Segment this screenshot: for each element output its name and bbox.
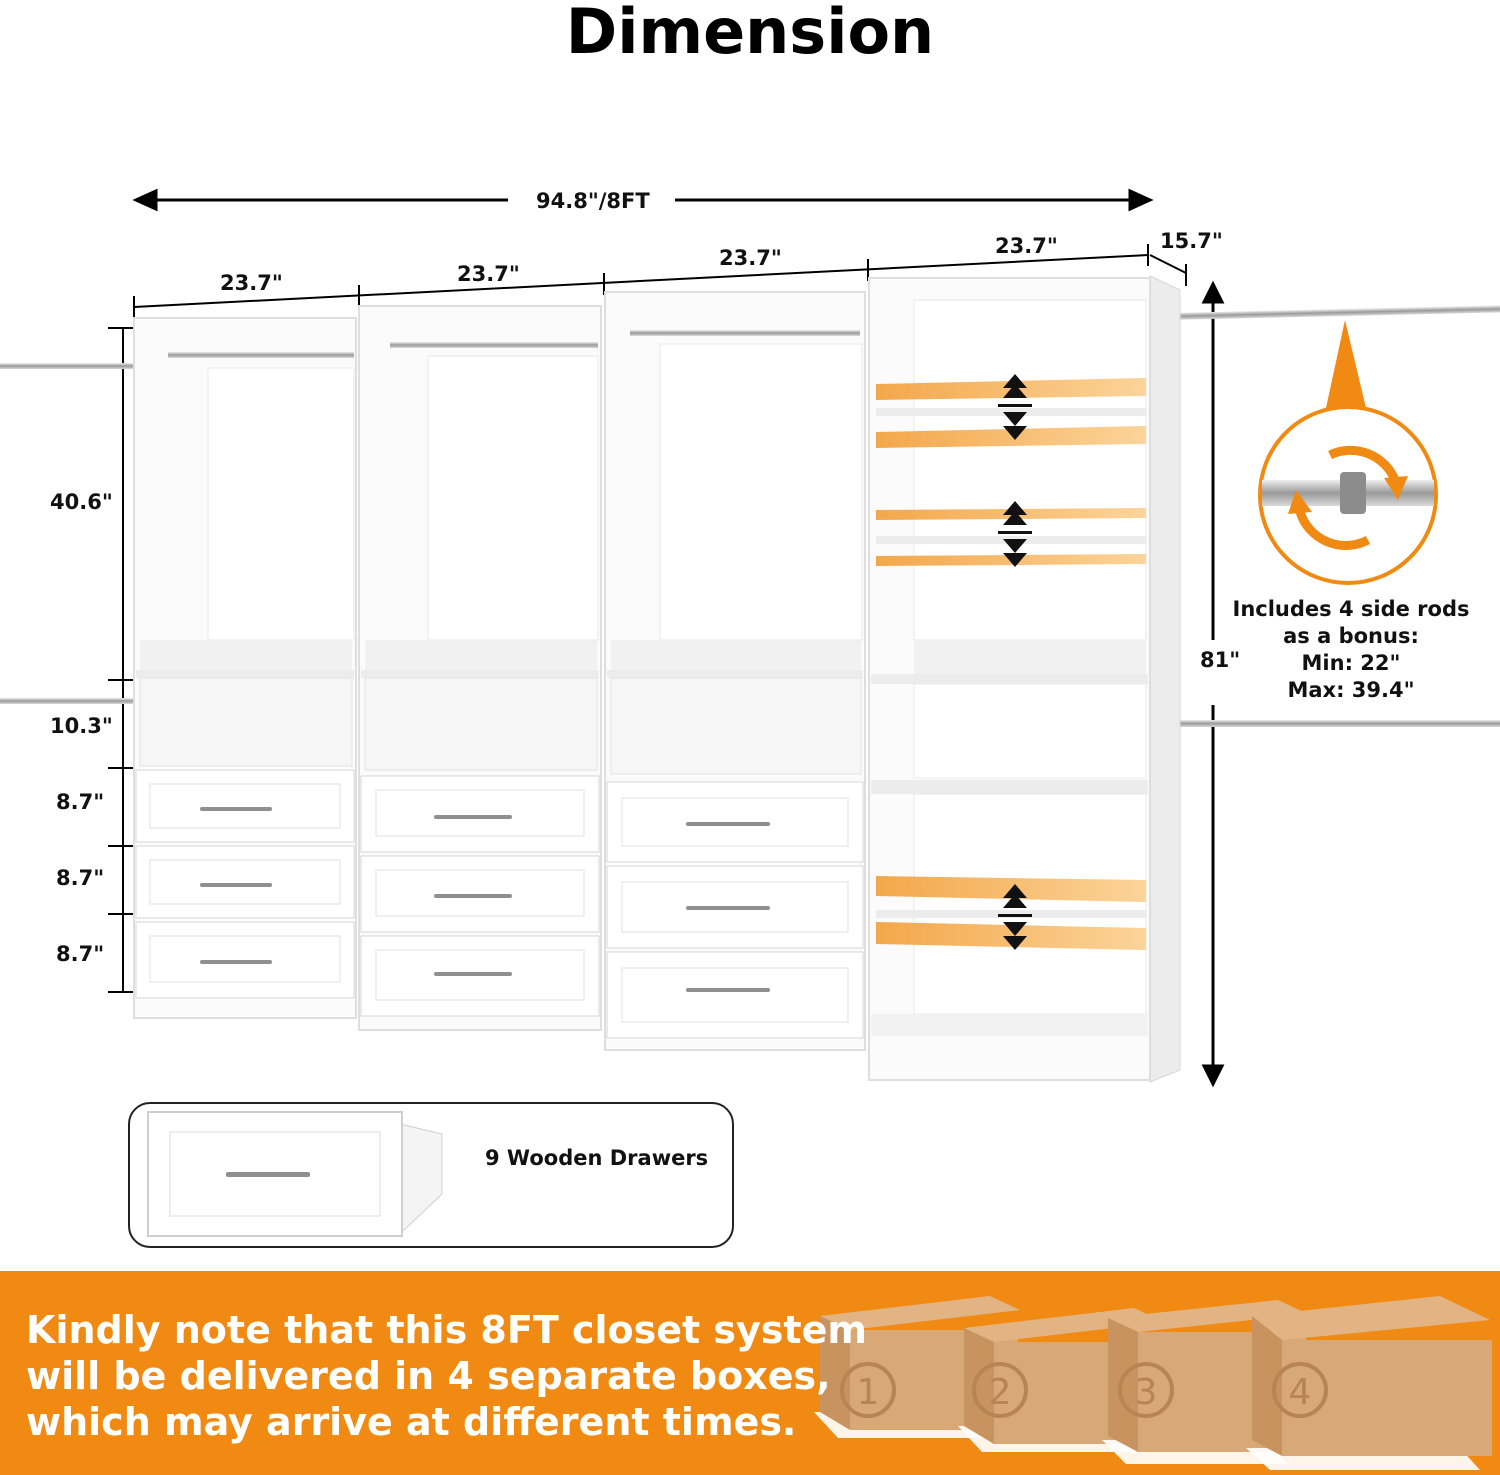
depth-label: 15.7" <box>1160 229 1223 253</box>
total-width-arrow <box>132 188 1154 212</box>
drawer-height-label-3: 8.7" <box>56 942 105 966</box>
shipping-notice-line: which may arrive at different times. <box>26 1400 797 1444</box>
shelf-adjust-arrows <box>998 374 1032 950</box>
drawer-feature-label: 9 Wooden Drawers <box>485 1146 709 1170</box>
rod-callout-line: Includes 4 side rods <box>1232 597 1470 621</box>
drawer-height-label-1: 8.7" <box>56 790 105 814</box>
unit-width-label-1: 23.7" <box>220 271 283 295</box>
shipping-notice-line: will be delivered in 4 separate boxes, <box>26 1354 831 1398</box>
hanging-section-label: 40.6" <box>50 490 113 514</box>
unit-width-label-2: 23.7" <box>457 262 520 286</box>
closet-unit-3 <box>604 291 866 1051</box>
page-title: Dimension <box>565 0 935 68</box>
closet-unit-2 <box>358 305 602 1031</box>
height-arrow <box>1201 280 1225 1088</box>
unit-width-label-4: 23.7" <box>995 234 1058 258</box>
rod-callout-line: as a bonus: <box>1283 624 1419 648</box>
height-label: 81" <box>1200 648 1241 672</box>
rod-callout-line: Min: 22" <box>1301 651 1401 675</box>
rod-callout-text: Includes 4 side rods as a bonus: Min: 22… <box>1226 596 1476 704</box>
shipping-notice-line: Kindly note that this 8FT closet system <box>26 1308 867 1352</box>
total-width-label: 94.8"/8FT <box>536 189 650 213</box>
open-shelf-label: 10.3" <box>50 714 113 738</box>
rod-zoom-callout <box>1258 320 1438 585</box>
rod-callout-line: Max: 39.4" <box>1287 678 1415 702</box>
unit-width-label-3: 23.7" <box>719 246 782 270</box>
shipping-notice-text: Kindly note that this 8FT closet system … <box>26 1307 867 1445</box>
drawer-height-label-2: 8.7" <box>56 866 105 890</box>
side-rods <box>0 305 1500 727</box>
drawer-feature-card <box>128 1102 734 1248</box>
left-height-scale <box>108 327 133 993</box>
closet-unit-1 <box>133 317 357 1019</box>
